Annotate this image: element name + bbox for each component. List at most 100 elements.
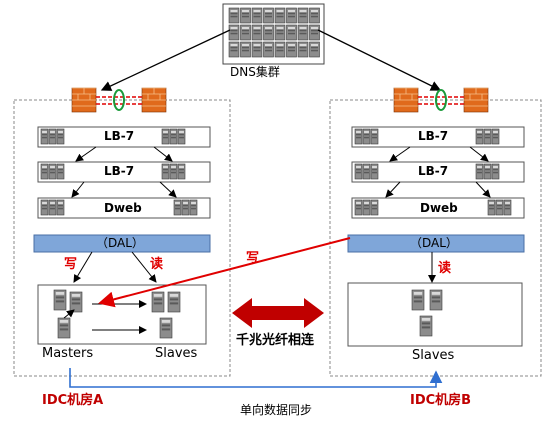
arrow-a-read bbox=[131, 251, 157, 283]
lb7-label-a-1: LB-7 bbox=[104, 129, 135, 143]
dns-server-icon bbox=[297, 41, 309, 58]
dns-server-icon bbox=[240, 7, 251, 24]
server-icon bbox=[370, 163, 379, 180]
slaves-label-a: Slaves bbox=[155, 346, 198, 361]
dns-server-icon bbox=[297, 7, 309, 24]
arrow-b-4 bbox=[475, 181, 491, 198]
server-icon bbox=[475, 128, 484, 145]
server-icon bbox=[362, 128, 371, 145]
dweb-label-b: Dweb bbox=[420, 201, 458, 215]
dns-server-icon bbox=[286, 41, 297, 58]
server-icon bbox=[169, 163, 178, 180]
server-icon bbox=[48, 128, 57, 145]
arrow-b-2 bbox=[469, 146, 489, 162]
server-icon bbox=[503, 199, 512, 216]
slave-server-icon bbox=[151, 291, 165, 313]
dns-to-idc-a-arrow bbox=[100, 29, 231, 91]
slave-server-icon bbox=[159, 317, 173, 339]
slaves-label-b: Slaves bbox=[412, 348, 455, 363]
idc-a-label: IDC机房A bbox=[42, 393, 104, 408]
dal-bar-b bbox=[347, 234, 525, 253]
sync-label: 单向数据同步 bbox=[240, 403, 313, 417]
arrow-a-sync-3 bbox=[63, 309, 75, 319]
idc-a-container bbox=[13, 99, 231, 377]
server-icon bbox=[40, 163, 49, 180]
server-icon bbox=[491, 128, 500, 145]
firewall-b bbox=[393, 87, 489, 113]
dns-server-icon bbox=[274, 7, 286, 24]
masters-label: Masters bbox=[42, 346, 94, 361]
dns-server-icon bbox=[240, 24, 251, 41]
server-icon bbox=[161, 128, 170, 145]
dns-server-icon bbox=[309, 24, 320, 41]
dns-server-icon bbox=[309, 7, 320, 24]
dns-server-icon bbox=[274, 24, 286, 41]
server-icon bbox=[495, 199, 504, 216]
dns-cluster-label: DNS集群 bbox=[230, 65, 280, 79]
server-icon bbox=[56, 199, 65, 216]
dns-server-icon bbox=[228, 41, 240, 58]
arrow-a-2 bbox=[153, 146, 173, 162]
read-label-b: 读 bbox=[438, 261, 452, 276]
server-icon bbox=[189, 199, 198, 216]
master-server-icon bbox=[57, 317, 71, 339]
write-label-b: 写 bbox=[246, 251, 260, 266]
dns-server-icon bbox=[251, 7, 263, 24]
server-icon bbox=[177, 163, 186, 180]
server-icon bbox=[370, 199, 379, 216]
dns-server-icon bbox=[263, 7, 274, 24]
server-icon bbox=[173, 199, 182, 216]
server-icon bbox=[169, 128, 178, 145]
master-server-icon bbox=[69, 291, 83, 313]
dweb-row-a bbox=[37, 197, 211, 219]
slave-server-icon bbox=[167, 291, 181, 313]
server-icon bbox=[161, 163, 170, 180]
dns-server-icon bbox=[228, 24, 240, 41]
server-icon bbox=[475, 163, 484, 180]
server-icon bbox=[56, 128, 65, 145]
dns-server-icon bbox=[297, 24, 309, 41]
server-icon bbox=[177, 128, 186, 145]
server-icon bbox=[354, 163, 363, 180]
dal-bar-a bbox=[33, 234, 211, 253]
sync-connector bbox=[69, 368, 443, 388]
server-icon bbox=[40, 199, 49, 216]
lb7-label-a-2: LB-7 bbox=[104, 164, 135, 178]
lb7-label-b-1: LB-7 bbox=[418, 129, 449, 143]
server-icon bbox=[40, 128, 49, 145]
server-icon bbox=[354, 128, 363, 145]
dns-server-icon bbox=[251, 24, 263, 41]
arrow-b-3 bbox=[385, 181, 401, 198]
server-icon bbox=[483, 128, 492, 145]
dns-server-icon bbox=[251, 41, 263, 58]
slave-server-icon bbox=[429, 289, 443, 311]
lb7-label-b-2: LB-7 bbox=[418, 164, 449, 178]
dns-server-icon bbox=[309, 41, 320, 58]
dns-server-icon bbox=[286, 24, 297, 41]
dal-label-b: （DAL） bbox=[410, 236, 458, 250]
server-icon bbox=[483, 163, 492, 180]
server-icon bbox=[48, 163, 57, 180]
dns-to-idc-b-arrow bbox=[317, 29, 442, 91]
arrow-b-1 bbox=[389, 146, 411, 162]
master-server-icon bbox=[53, 289, 67, 311]
server-icon bbox=[56, 163, 65, 180]
dns-server-icon bbox=[286, 7, 297, 24]
arrow-a-write bbox=[73, 251, 93, 283]
server-icon bbox=[181, 199, 190, 216]
fiber-link-arrow bbox=[232, 298, 324, 328]
dal-label-a: （DAL） bbox=[96, 236, 144, 250]
fiber-link-label: 千兆光纤相连 bbox=[236, 333, 315, 348]
dns-cluster bbox=[222, 3, 325, 65]
arrow-a-1 bbox=[75, 146, 97, 162]
dns-server-icon bbox=[228, 7, 240, 24]
server-icon bbox=[362, 163, 371, 180]
dns-server-icon bbox=[263, 24, 274, 41]
server-icon bbox=[354, 199, 363, 216]
firewall-a bbox=[71, 87, 167, 113]
server-icon bbox=[370, 128, 379, 145]
idc-b-label: IDC机房B bbox=[410, 393, 472, 408]
server-icon bbox=[487, 199, 496, 216]
server-icon bbox=[491, 163, 500, 180]
server-icon bbox=[362, 199, 371, 216]
